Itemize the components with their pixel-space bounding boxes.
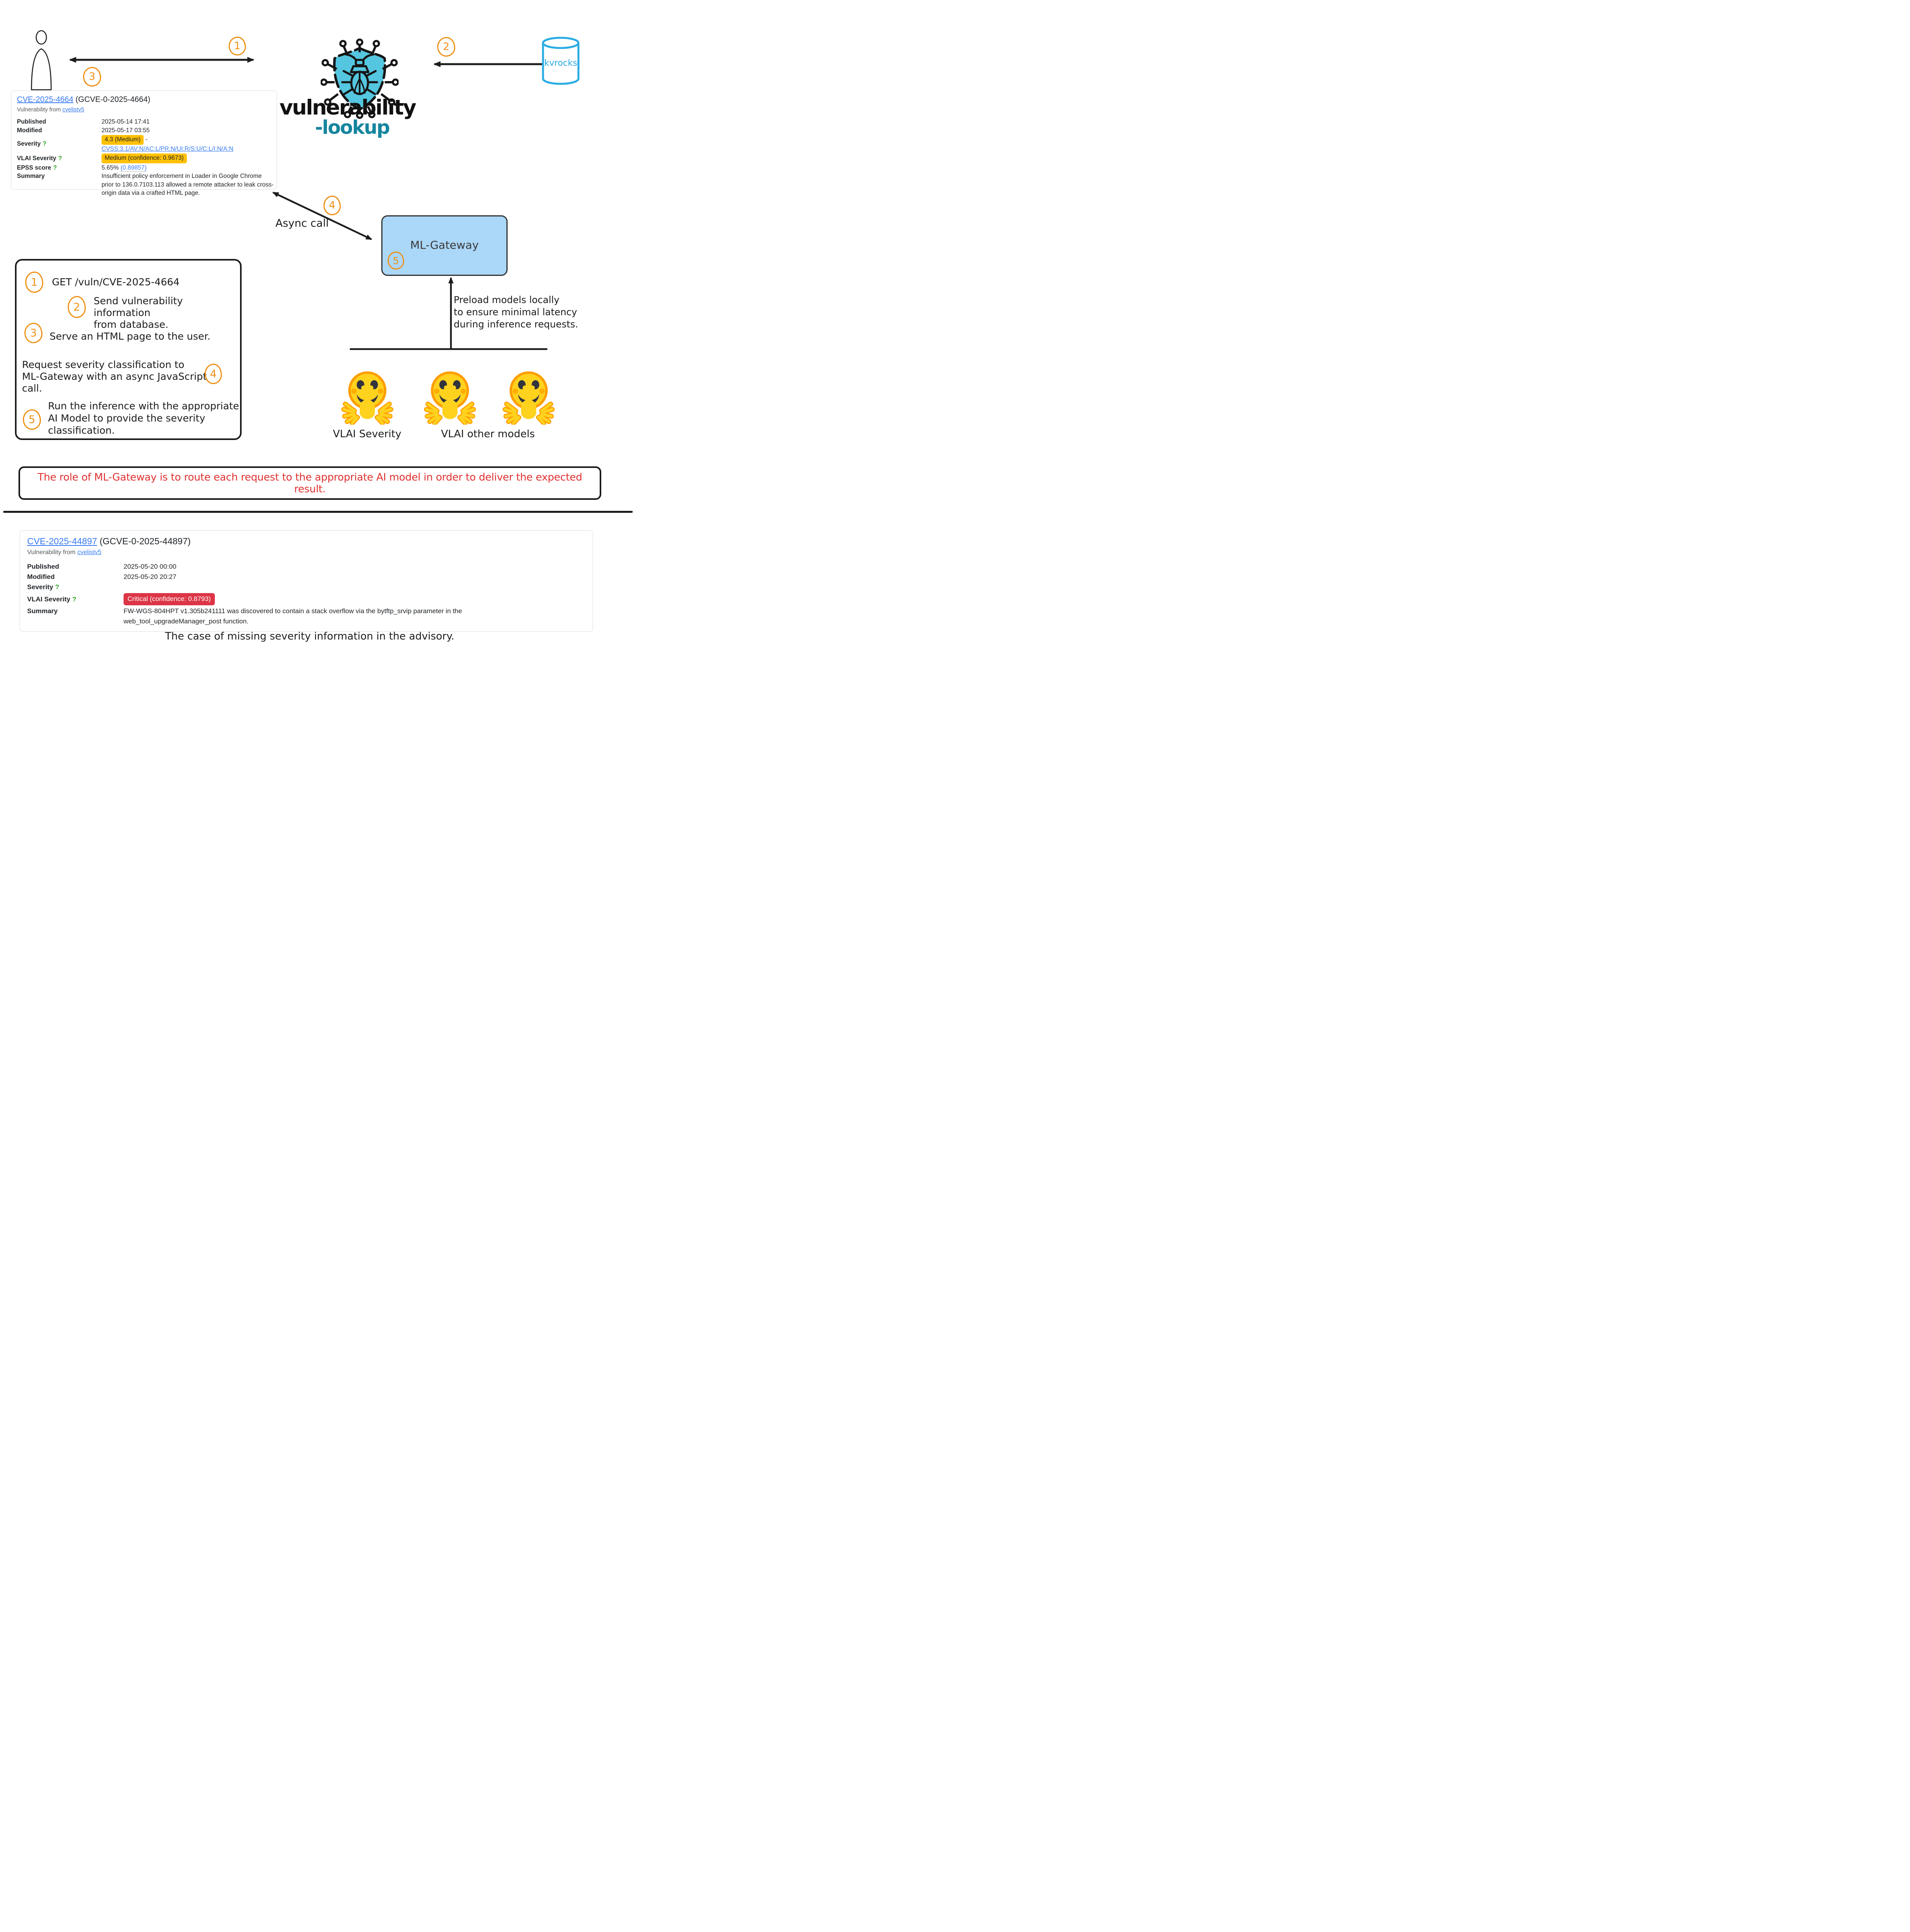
legend-step-1: GET /vuln/CVE-2025-4664 [52, 276, 180, 288]
step-5-marker: 5 [388, 251, 404, 270]
card1-source-link[interactable]: cvelistv5 [62, 106, 85, 113]
card1-epss-label: EPSS score [17, 164, 52, 171]
step-1-number: 1 [234, 40, 241, 52]
legend-step-4: Request severity classification to ML-Ga… [22, 359, 207, 394]
card1-modified-value: 2025-05-17 03:55 [102, 127, 150, 134]
legend-4-marker: 4 [205, 364, 222, 384]
card2-vlai-label: VLAI Severity [27, 595, 70, 603]
legend-1-marker: 1 [25, 272, 43, 293]
card1-severity-label: Severity [17, 141, 41, 148]
legend-step-2: Send vulnerability information from data… [94, 295, 183, 330]
card1-title: CVE-2025-4664 (GCVE-0-2025-4664) [17, 95, 277, 104]
user-icon [31, 30, 52, 91]
legend-step-3: Serve an HTML page to the user. [50, 331, 211, 342]
connector-lines [69, 57, 547, 350]
card2-severity-label: Severity [27, 583, 54, 591]
card2-modified-value: 2025-05-20 20:27 [124, 573, 177, 581]
card2-published-label: Published [27, 563, 59, 570]
legend-5-marker: 5 [23, 409, 41, 430]
step-2-number: 2 [443, 41, 450, 53]
card2-published-value: 2025-05-20 00:00 [124, 563, 177, 570]
cve-card-2025-4664: CVE-2025-4664 (GCVE-0-2025-4664) Vulnera… [11, 91, 277, 196]
step-1-marker: 1 [229, 37, 246, 55]
card2-vlai-help-icon[interactable]: ? [72, 595, 76, 603]
vulnerability-lookup-logo-icon [321, 38, 399, 119]
card2-title: CVE-2025-44897 (GCVE-0-2025-44897) [27, 536, 593, 546]
card1-vlai-label: VLAI Severity [17, 155, 56, 162]
huggingface-model-icon-2 [423, 368, 477, 425]
logo-wordmark-teal: -lookup [315, 116, 390, 139]
legend-2-marker: 2 [68, 296, 86, 318]
card2-source: Vulnerability from cvelistv5 [27, 547, 593, 558]
card1-gcve-id: (GCVE-0-2025-4664) [76, 95, 151, 104]
huggingface-model-icon-1 [341, 368, 394, 425]
vlai-other-models-label: VLAI other models [441, 428, 535, 440]
cve-card-2025-44897: CVE-2025-44897 (GCVE-0-2025-44897) Vulne… [20, 530, 593, 632]
card2-source-link[interactable]: cvelistv5 [77, 549, 102, 556]
card2-vlai-badge: Critical (confidence: 0.8793) [124, 593, 215, 605]
step-2-marker: 2 [437, 37, 455, 57]
vlai-severity-model-label: VLAI Severity [333, 428, 401, 440]
card1-published-label: Published [17, 118, 46, 125]
logo-wordmark-black: vulnerability [279, 96, 416, 120]
card1-published-value: 2025-05-14 17:41 [102, 118, 150, 125]
legend-4-number: 4 [210, 368, 217, 380]
card1-epss-help-icon[interactable]: ? [53, 164, 57, 171]
kvrocks-label: kvrocks [544, 58, 577, 68]
ml-gateway-role-note: The role of ML-Gateway is to route each … [18, 466, 601, 500]
card1-source: Vulnerability from cvelistv5 [17, 106, 277, 115]
legend-5-number: 5 [28, 413, 35, 426]
step-5-number: 5 [393, 255, 399, 266]
ml-gateway-label: ML-Gateway [410, 238, 479, 251]
card1-severity-help-icon[interactable]: ? [42, 141, 46, 148]
huggingface-model-icon-3 [502, 368, 555, 425]
card1-vlai-help-icon[interactable]: ? [58, 155, 62, 162]
card1-severity-value: 4.3 (Medium) - CVSS:3.1/AV:N/AC:L/PR:N/U… [102, 135, 277, 153]
card1-cve-link[interactable]: CVE-2025-4664 [17, 95, 74, 104]
card2-modified-label: Modified [27, 573, 55, 581]
card2-source-prefix: Vulnerability from [27, 549, 76, 556]
card1-severity-sep: - [145, 136, 148, 143]
diagram-canvas: 1 3 2 [0, 0, 637, 644]
steps-legend-box: 1 GET /vuln/CVE-2025-4664 2 Send vulnera… [15, 259, 242, 440]
card1-modified-label: Modified [17, 127, 42, 134]
preload-note: Preload models locally to ensure minimal… [454, 294, 578, 330]
card1-epss-link[interactable]: (0.89857) [120, 164, 147, 172]
section-divider [3, 511, 633, 513]
kvrocks-database-icon: kvrocks [542, 37, 580, 85]
step-4-number: 4 [329, 200, 336, 211]
card1-source-prefix: Vulnerability from [17, 106, 61, 113]
card1-cvss-vector-link[interactable]: CVSS:3.1/AV:N/AC:L/PR:N/UI:R/S:U/C:L/I:N… [102, 145, 234, 152]
step-3-marker: 3 [83, 67, 101, 87]
legend-3-marker: 3 [24, 323, 42, 343]
step-3-number: 3 [89, 71, 96, 83]
card1-vlai-badge: Medium (confidence: 0.9673) [102, 153, 187, 163]
card1-severity-badge: 4.3 (Medium) [102, 135, 144, 145]
ml-gateway-box: ML-Gateway 5 [381, 215, 508, 276]
legend-2-number: 2 [73, 301, 80, 313]
async-call-label: Async call [275, 217, 329, 229]
step-4-marker: 4 [323, 196, 341, 215]
card1-summary-text: Insufficient policy enforcement in Loade… [102, 173, 274, 196]
ml-gateway-role-note-text: The role of ML-Gateway is to route each … [37, 471, 582, 495]
card2-gcve-id: (GCVE-0-2025-44897) [100, 536, 191, 546]
figure-caption: The case of missing severity information… [165, 630, 454, 642]
card2-summary-label: Summary [27, 607, 58, 615]
card1-summary-label: Summary [17, 173, 45, 179]
card1-epss-value: 5.65% (0.89857) [102, 164, 147, 172]
card2-cve-link[interactable]: CVE-2025-44897 [27, 536, 97, 546]
legend-1-number: 1 [31, 276, 38, 288]
card2-severity-help-icon[interactable]: ? [55, 583, 59, 591]
legend-step-5: Run the inference with the appropriate A… [48, 400, 239, 436]
legend-3-number: 3 [30, 327, 37, 339]
card2-summary-text: FW-WGS-804HPT v1.305b241111 was discover… [124, 607, 462, 625]
async-call-arrow [272, 191, 373, 240]
